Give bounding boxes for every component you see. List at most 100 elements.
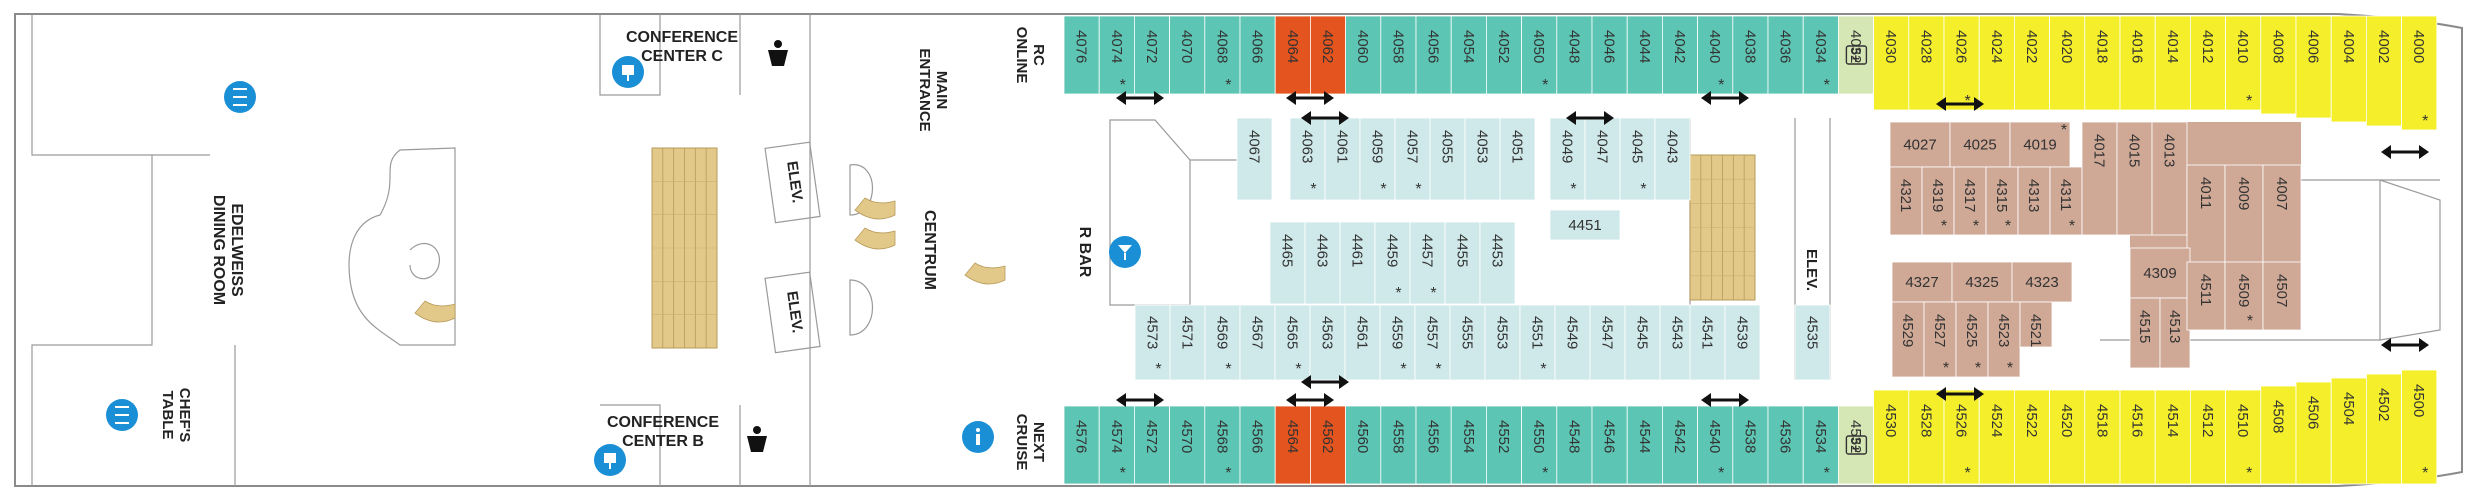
- cabin-4510[interactable]: 4510*: [2225, 389, 2262, 485]
- cabin-4576[interactable]: 4576: [1063, 405, 1100, 485]
- cabin-4534[interactable]: 4534*: [1802, 405, 1839, 485]
- cabin-4540[interactable]: 4540*: [1697, 405, 1734, 485]
- cabin-4060[interactable]: 4060: [1345, 15, 1382, 95]
- cabin-4463[interactable]: 4463: [1304, 221, 1341, 305]
- cabin-4570[interactable]: 4570: [1169, 405, 1206, 485]
- cabin-4502[interactable]: 4502: [2365, 373, 2402, 485]
- cabin-4457[interactable]: 4457*: [1409, 221, 1446, 305]
- cabin-4527[interactable]: 4527*: [1923, 301, 1957, 378]
- cabin-4538[interactable]: 4538: [1732, 405, 1769, 485]
- cabin-4548[interactable]: 4548: [1556, 405, 1593, 485]
- cabin-4020[interactable]: 4020: [2049, 15, 2086, 111]
- cabin-4506[interactable]: 4506: [2295, 381, 2332, 485]
- cabin-4515[interactable]: 4515: [2129, 297, 2161, 369]
- cabin-4535[interactable]: 4535: [1794, 304, 1831, 381]
- cabin-4309[interactable]: 4309: [2129, 247, 2191, 299]
- cabin-4551[interactable]: 4551*: [1519, 304, 1556, 381]
- cabin-4057[interactable]: 4057*: [1394, 117, 1431, 201]
- cabin-4561[interactable]: 4561: [1344, 304, 1381, 381]
- cabin-4526[interactable]: 4526*: [1943, 389, 1980, 485]
- cabin-4566[interactable]: 4566: [1239, 405, 1276, 485]
- cabin-4044[interactable]: 4044: [1626, 15, 1663, 95]
- cabin-4557[interactable]: 4557*: [1414, 304, 1451, 381]
- cabin-4465[interactable]: 4465: [1269, 221, 1306, 305]
- cabin-4461[interactable]: 4461: [1339, 221, 1376, 305]
- cabin-4564[interactable]: 4564: [1274, 405, 1311, 485]
- cabin-4015[interactable]: 4015: [2116, 121, 2153, 236]
- cabin-4025[interactable]: 4025: [1949, 121, 2011, 168]
- cabin-4050[interactable]: 4050*: [1521, 15, 1558, 95]
- cabin-4313[interactable]: 4313: [2017, 166, 2051, 236]
- cabin-4055[interactable]: 4055: [1429, 117, 1466, 201]
- cabin-4022[interactable]: 4022: [2014, 15, 2051, 111]
- cabin-4560[interactable]: 4560: [1345, 405, 1382, 485]
- cabin-4053[interactable]: 4053: [1464, 117, 1501, 201]
- cabin-4028[interactable]: 4028: [1908, 15, 1945, 111]
- cabin-4059[interactable]: 4059*: [1359, 117, 1396, 201]
- cabin-4549[interactable]: 4549: [1554, 304, 1591, 381]
- cabin-4064[interactable]: 4064: [1274, 15, 1311, 95]
- cabin-4552[interactable]: 4552: [1486, 405, 1523, 485]
- cabin-4012[interactable]: 4012: [2189, 15, 2226, 111]
- cabin-4010[interactable]: 4010*: [2225, 15, 2262, 111]
- cabin-4453[interactable]: 4453: [1479, 221, 1516, 305]
- cabin-4072[interactable]: 4072: [1134, 15, 1171, 95]
- cabin-4032[interactable]: 4032: [1838, 15, 1875, 95]
- cabin-4513[interactable]: 4513: [2159, 297, 2191, 369]
- cabin-4038[interactable]: 4038: [1732, 15, 1769, 95]
- cabin-4558[interactable]: 4558: [1380, 405, 1417, 485]
- cabin-4321[interactable]: 4321: [1889, 166, 1923, 236]
- cabin-4514[interactable]: 4514: [2154, 389, 2191, 485]
- cabin-4520[interactable]: 4520: [2049, 389, 2086, 485]
- cabin-4455[interactable]: 4455: [1444, 221, 1481, 305]
- cabin-4574[interactable]: 4574*: [1098, 405, 1135, 485]
- cabin-4512[interactable]: 4512: [2189, 389, 2226, 485]
- cabin-4529[interactable]: 4529: [1891, 301, 1925, 378]
- cabin-4556[interactable]: 4556: [1415, 405, 1452, 485]
- cabin-4008[interactable]: 4008: [2260, 15, 2297, 115]
- cabin-4043[interactable]: 4043: [1654, 117, 1691, 201]
- cabin-4030[interactable]: 4030: [1873, 15, 1910, 111]
- cabin-4572[interactable]: 4572: [1134, 405, 1171, 485]
- cabin-4017[interactable]: 4017: [2081, 121, 2118, 236]
- cabin-4048[interactable]: 4048: [1556, 15, 1593, 95]
- cabin-4002[interactable]: 4002: [2365, 15, 2402, 127]
- cabin-4016[interactable]: 4016: [2119, 15, 2156, 111]
- cabin-4516[interactable]: 4516: [2119, 389, 2156, 485]
- cabin-4554[interactable]: 4554: [1450, 405, 1487, 485]
- cabin-4325[interactable]: 4325: [1951, 261, 2013, 303]
- cabin-4509[interactable]: 4509*: [2224, 261, 2264, 331]
- cabin-4034[interactable]: 4034*: [1802, 15, 1839, 95]
- cabin-4058[interactable]: 4058: [1380, 15, 1417, 95]
- cabin-4524[interactable]: 4524: [1978, 389, 2015, 485]
- cabin-4539[interactable]: 4539: [1724, 304, 1761, 381]
- cabin-4573[interactable]: 4573*: [1134, 304, 1171, 381]
- cabin-4543[interactable]: 4543: [1659, 304, 1696, 381]
- cabin-4567[interactable]: 4567: [1239, 304, 1276, 381]
- cabin-4518[interactable]: 4518: [2084, 389, 2121, 485]
- cabin-4311[interactable]: 4311*: [2049, 166, 2083, 236]
- cabin-4036[interactable]: 4036: [1767, 15, 1804, 95]
- cabin-4508[interactable]: 4508: [2260, 385, 2297, 485]
- cabin-4052[interactable]: 4052: [1486, 15, 1523, 95]
- cabin-4545[interactable]: 4545: [1624, 304, 1661, 381]
- cabin-4315[interactable]: 4315*: [1985, 166, 2019, 236]
- cabin-4014[interactable]: 4014: [2154, 15, 2191, 111]
- cabin-4040[interactable]: 4040*: [1697, 15, 1734, 95]
- cabin-4067[interactable]: 4067: [1236, 117, 1273, 201]
- cabin-4027[interactable]: 4027: [1889, 121, 1951, 168]
- cabin-4063[interactable]: 4063*: [1289, 117, 1326, 201]
- cabin-4565[interactable]: 4565*: [1274, 304, 1311, 381]
- cabin-4319[interactable]: 4319*: [1921, 166, 1955, 236]
- cabin-4024[interactable]: 4024: [1978, 15, 2015, 111]
- cabin-4521[interactable]: 4521: [2019, 301, 2053, 348]
- cabin-4571[interactable]: 4571: [1169, 304, 1206, 381]
- cabin-4541[interactable]: 4541: [1689, 304, 1726, 381]
- cabin-4507[interactable]: 4507: [2262, 261, 2302, 331]
- cabin-4074[interactable]: 4074*: [1098, 15, 1135, 95]
- cabin-4045[interactable]: 4045*: [1619, 117, 1656, 201]
- cabin-4056[interactable]: 4056: [1415, 15, 1452, 95]
- cabin-4523[interactable]: 4523*: [1987, 301, 2021, 378]
- cabin-4018[interactable]: 4018: [2084, 15, 2121, 111]
- cabin-4047[interactable]: 4047: [1584, 117, 1621, 201]
